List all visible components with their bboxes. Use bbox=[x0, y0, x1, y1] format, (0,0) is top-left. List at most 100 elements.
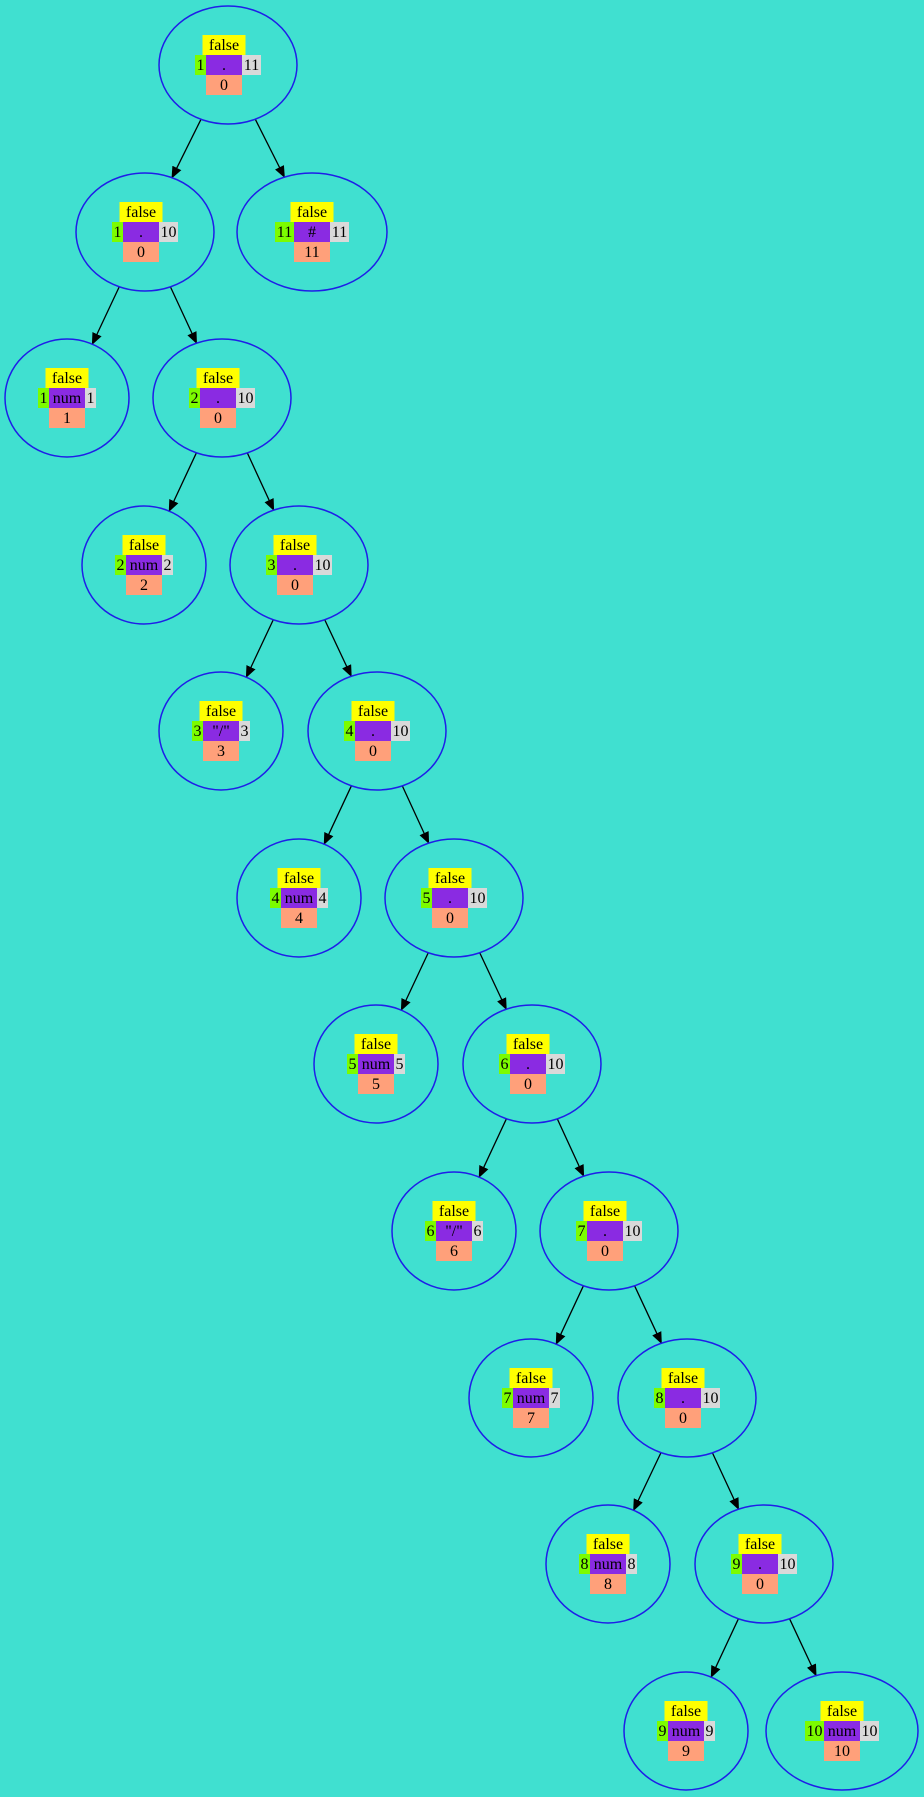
firstpos-cell bbox=[344, 721, 355, 741]
nullable-label: false bbox=[203, 370, 233, 387]
symbol-label: num bbox=[594, 1556, 623, 1573]
firstpos-cell bbox=[499, 1054, 510, 1074]
edge-n0-n1 bbox=[171, 119, 202, 179]
lastpos-cell bbox=[242, 55, 261, 75]
position-cell bbox=[206, 75, 242, 95]
position-label: 4 bbox=[295, 910, 303, 927]
node-ellipse bbox=[236, 838, 362, 958]
symbol-label: num bbox=[517, 1390, 546, 1407]
firstpos-cell bbox=[425, 1221, 436, 1241]
nullable-cell bbox=[820, 1701, 864, 1721]
lastpos-label: 4 bbox=[319, 890, 327, 907]
lastpos-label: 10 bbox=[625, 1223, 641, 1240]
symbol-cell bbox=[432, 888, 468, 908]
lastpos-label: 7 bbox=[551, 1390, 559, 1407]
firstpos-label: 4 bbox=[272, 890, 280, 907]
firstpos-label: 8 bbox=[581, 1556, 589, 1573]
nullable-cell bbox=[509, 1368, 553, 1388]
symbol-label: . bbox=[526, 1056, 530, 1073]
firstpos-label: 5 bbox=[423, 890, 431, 907]
firstpos-label: 11 bbox=[277, 224, 292, 241]
nullable-cell bbox=[661, 1368, 705, 1388]
edge-n18-n19 bbox=[710, 1618, 739, 1678]
node-ellipse bbox=[545, 1504, 671, 1624]
firstpos-cell bbox=[421, 888, 432, 908]
nullable-label: false bbox=[52, 370, 82, 387]
symbol-label: "/" bbox=[212, 723, 230, 740]
firstpos-cell bbox=[38, 388, 49, 408]
lastpos-label: 6 bbox=[474, 1223, 482, 1240]
lastpos-cell bbox=[546, 1054, 565, 1074]
edge-n10-n11 bbox=[400, 952, 429, 1012]
firstpos-label: 3 bbox=[268, 557, 276, 574]
nullable-label: false bbox=[297, 204, 327, 221]
firstpos-label: 2 bbox=[117, 557, 125, 574]
edge-n1-n3 bbox=[91, 286, 120, 346]
symbol-cell bbox=[355, 721, 391, 741]
lastpos-cell bbox=[162, 555, 173, 575]
node-ellipse bbox=[765, 1671, 919, 1791]
lastpos-label: 10 bbox=[238, 390, 254, 407]
firstpos-label: 9 bbox=[733, 1556, 741, 1573]
symbol-cell bbox=[200, 388, 236, 408]
position-cell bbox=[742, 1574, 778, 1594]
node-ellipse bbox=[462, 1004, 602, 1124]
position-cell bbox=[49, 408, 85, 428]
position-cell bbox=[126, 575, 162, 595]
node-ellipse bbox=[158, 671, 284, 791]
nullable-label: false bbox=[209, 37, 239, 54]
lastpos-cell bbox=[626, 1554, 637, 1574]
lastpos-cell bbox=[778, 1554, 797, 1574]
position-cell bbox=[200, 408, 236, 428]
symbol-label: num bbox=[828, 1723, 857, 1740]
firstpos-cell bbox=[189, 388, 200, 408]
symbol-label: # bbox=[308, 224, 316, 241]
lastpos-cell bbox=[317, 888, 328, 908]
nullable-label: false bbox=[668, 1370, 698, 1387]
node-ellipse bbox=[391, 1171, 517, 1291]
lastpos-label: 9 bbox=[706, 1723, 714, 1740]
position-label: 0 bbox=[601, 1243, 609, 1260]
lastpos-label: 2 bbox=[164, 557, 172, 574]
firstpos-label: 4 bbox=[346, 723, 354, 740]
symbol-cell bbox=[510, 1054, 546, 1074]
position-label: 0 bbox=[679, 1410, 687, 1427]
edge-n12-n14 bbox=[556, 1118, 585, 1178]
firstpos-label: 8 bbox=[656, 1390, 664, 1407]
lastpos-cell bbox=[159, 222, 178, 242]
firstpos-cell bbox=[195, 55, 206, 75]
firstpos-label: 1 bbox=[114, 224, 122, 241]
edge-n16-n17 bbox=[632, 1452, 662, 1512]
edge-n0-n2 bbox=[254, 118, 285, 179]
lastpos-cell bbox=[468, 888, 487, 908]
symbol-label: . bbox=[681, 1390, 685, 1407]
position-cell bbox=[436, 1241, 472, 1261]
position-cell bbox=[432, 908, 468, 928]
symbol-label: . bbox=[216, 390, 220, 407]
nullable-cell bbox=[664, 1701, 708, 1721]
symbol-cell bbox=[665, 1388, 701, 1408]
position-label: 0 bbox=[524, 1076, 532, 1093]
node-ellipse bbox=[313, 1004, 439, 1124]
nullable-cell bbox=[277, 868, 321, 888]
symbol-cell bbox=[590, 1554, 626, 1574]
nullable-cell bbox=[428, 868, 472, 888]
firstpos-cell bbox=[654, 1388, 665, 1408]
firstpos-label: 10 bbox=[807, 1723, 823, 1740]
nullable-cell bbox=[586, 1534, 630, 1554]
symbol-cell bbox=[742, 1554, 778, 1574]
nullable-cell bbox=[202, 35, 246, 55]
position-cell bbox=[281, 908, 317, 928]
lastpos-label: 10 bbox=[161, 224, 177, 241]
firstpos-label: 2 bbox=[191, 390, 199, 407]
